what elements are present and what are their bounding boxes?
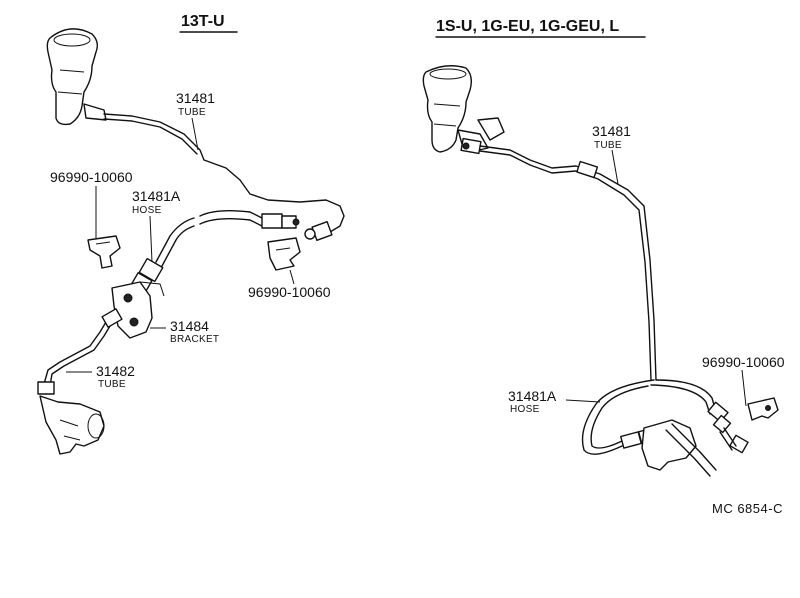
label-hose-name-left: HOSE [132,205,162,216]
label-tube-pn-right: 31481 [592,123,631,139]
tube-joint-right [576,160,599,179]
hose-fitting-upper-left [261,213,300,229]
hose-31481a-left [199,209,263,227]
clip-left-lower [267,237,301,271]
clip-left-upper [87,235,121,269]
tube-31482-fitting-top [101,308,123,328]
label-tube-pn-left: 31481 [176,90,215,106]
label-bracket-name: BRACKET [170,334,219,345]
tube-fitting-left [304,220,333,242]
label-tube2-name: TUBE [98,379,126,390]
label-bracket-pn: 31484 [170,318,209,334]
figure-code: MC 6854-C [712,501,783,516]
label-hose-name-right: HOSE [510,404,540,415]
hose-fitting-right-a [707,401,732,434]
tube-fitting-top-right [460,137,482,155]
label-clip-upper-pn-left: 96990-10060 [50,169,133,185]
label-tube-name-right: TUBE [594,140,622,151]
leader-clip-right [741,369,747,407]
left-diagram: 13T-U [37,13,345,455]
leader-clip-lower-left [289,269,295,285]
label-tube2-pn: 31482 [96,363,135,379]
master-cylinder-left [46,28,107,126]
bracket-31484 [111,281,165,339]
label-clip-pn-right: 96990-10060 [702,354,785,370]
release-cylinder-right [641,419,749,477]
label-tube-name-left: TUBE [178,107,206,118]
label-clip-lower-pn-left: 96990-10060 [248,284,331,300]
hose-31481a-right [650,379,717,415]
leader-tube-right [611,149,619,185]
release-cylinder-left [39,395,105,455]
tube-31482-fitting-bottom [37,381,55,395]
label-hose-pn-left: 31481A [132,188,181,204]
tube-31481-left [103,113,345,233]
leader-hose-left [149,215,153,263]
tube-31481-right [479,145,657,381]
tube-31482 [43,321,111,387]
leader-tube-left [191,117,199,151]
label-hose-pn-right: 31481A [508,388,557,404]
left-header: 13T-U [181,13,225,30]
right-diagram: 1S-U, 1G-EU, 1G-GEU, L [422,18,785,477]
right-header: 1S-U, 1G-EU, 1G-GEU, L [436,18,619,35]
leader-hose-right [565,399,601,403]
clip-right [747,397,779,421]
